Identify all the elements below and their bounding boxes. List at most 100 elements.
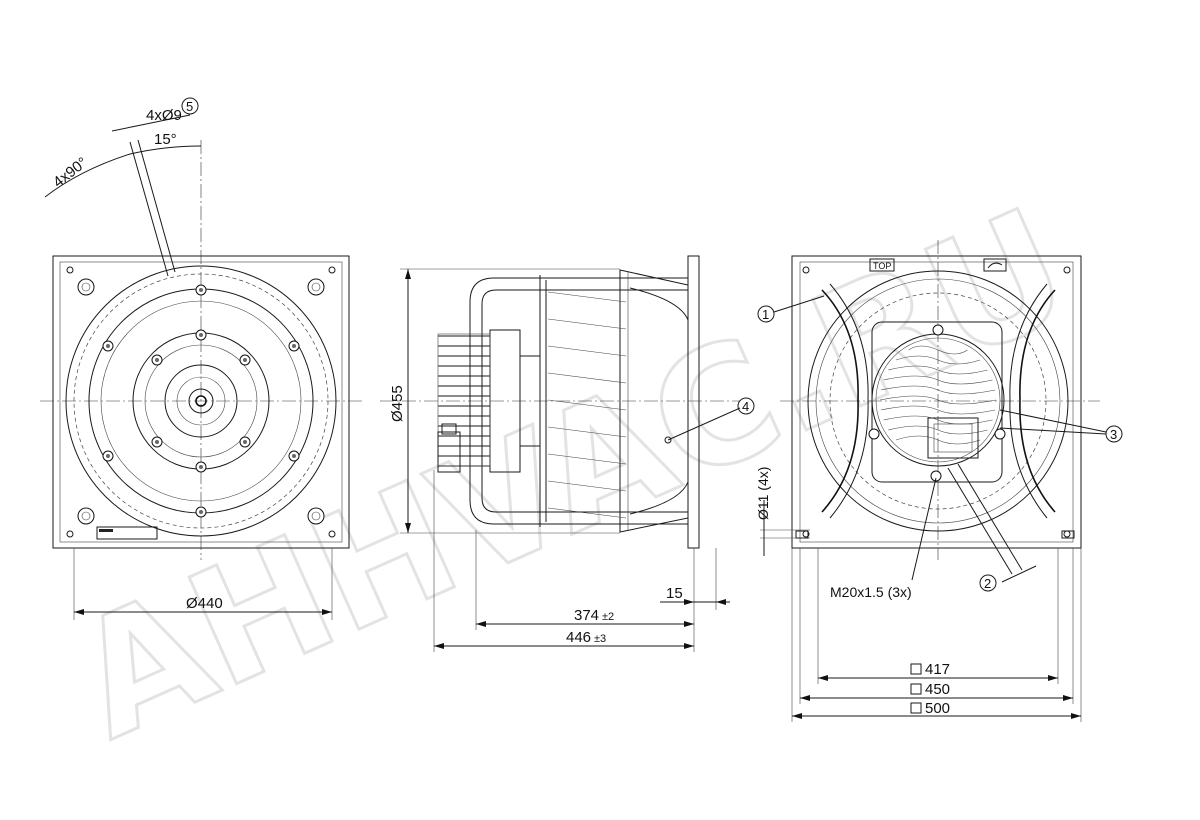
dim-500-label: 500 — [925, 700, 950, 717]
dim-417-label: 417 — [925, 661, 950, 678]
holes-dim-line — [111, 114, 191, 132]
hub-bolt-core — [155, 358, 159, 362]
dim-440-label: Ø440 — [186, 595, 223, 612]
dim-374-label: 374 — [574, 607, 599, 624]
callout-3-leader — [999, 427, 1107, 435]
holes-label: 4xØ9 — [146, 107, 182, 124]
front-bolt-circle — [73, 273, 329, 529]
rear-cooling-fins — [879, 345, 997, 445]
motor-bolt — [994, 428, 1006, 440]
arrowhead — [1048, 675, 1058, 681]
callout-1-leader — [773, 295, 825, 313]
rear-handle-right-inner — [1009, 283, 1048, 519]
hub-bolt-core — [199, 333, 203, 337]
rear-handle-left — [821, 289, 859, 513]
rear-fin — [880, 385, 996, 395]
side-support-arm-inner — [481, 289, 688, 513]
callout-2-dim — [1001, 565, 1037, 583]
corner-hole — [1063, 266, 1071, 274]
rear-fin — [879, 395, 997, 405]
rear-shroud-outer — [807, 270, 1069, 532]
corner-hole — [66, 530, 74, 538]
dim-374-tol: ±2 — [602, 611, 614, 623]
callout-3: 3 — [1110, 427, 1117, 442]
arrowhead — [716, 599, 726, 605]
angle-15-label: 15° — [154, 131, 177, 148]
front-hub-core — [176, 376, 226, 426]
front-hub-mid — [144, 344, 258, 458]
callout-1: 1 — [762, 307, 769, 322]
side-support-arm — [469, 277, 688, 525]
callout-2-circle — [979, 574, 997, 592]
rear-fin — [888, 425, 988, 435]
front-shaft — [195, 395, 207, 407]
front-shaft-ring — [188, 388, 214, 414]
arrowhead — [818, 675, 828, 681]
rear-shroud-inner — [815, 278, 1061, 524]
corner-hole — [1063, 530, 1071, 538]
rating-plate — [96, 526, 158, 540]
hub-bolt-core — [292, 454, 296, 458]
thread-leader — [911, 477, 937, 581]
hub-bolt-core — [243, 440, 247, 444]
arrowhead — [684, 643, 694, 649]
hole-leader — [129, 141, 169, 277]
arrowhead — [800, 695, 810, 701]
hub-bolt-core — [199, 288, 203, 292]
bolt-core — [81, 282, 91, 292]
top-label: TOP — [873, 261, 891, 271]
arrowhead — [405, 269, 411, 279]
top-label-box — [869, 258, 895, 272]
thread-label: M20x1.5 (3x) — [830, 584, 912, 600]
blade — [547, 345, 627, 357]
corner-bolt — [77, 278, 95, 296]
airflow-icon — [987, 262, 1003, 269]
rear-foot — [795, 530, 809, 539]
blade — [547, 372, 627, 384]
callout-4-circle — [737, 397, 755, 415]
rear-bolt-circle — [829, 292, 1047, 510]
bolt-core — [81, 511, 91, 521]
dim-446-label: 446 — [566, 629, 591, 646]
arrowhead — [74, 609, 84, 615]
callout-2-leader — [947, 467, 1013, 575]
motor-bolt — [868, 428, 880, 440]
front-view: Ø440 4xØ9 5 15° 4x90° — [40, 97, 362, 620]
arrowhead — [1063, 695, 1073, 701]
arrowhead — [1071, 713, 1081, 719]
side-gland — [441, 423, 457, 435]
arrowhead — [405, 523, 411, 533]
rear-electronics-box — [927, 417, 979, 459]
front-inlet-ring — [65, 265, 337, 537]
callout-4: 4 — [742, 399, 749, 414]
angle-arc-15 — [129, 145, 202, 155]
square-symbol — [910, 702, 922, 714]
rating-plate-mark — [99, 529, 113, 532]
blade — [547, 318, 627, 330]
side-inlet-curve — [629, 287, 689, 321]
rear-fin — [883, 375, 993, 385]
callout-3-circle — [1105, 425, 1123, 443]
hub-bolt-core — [243, 358, 247, 362]
corner-hole — [328, 530, 336, 538]
callout-5-circle — [181, 97, 199, 115]
side-motor-neck — [519, 355, 541, 447]
front-hub-bolts — [102, 284, 300, 518]
square-symbol — [910, 683, 922, 695]
rear-handle-left-inner — [829, 283, 869, 519]
arrowhead — [322, 609, 332, 615]
dim-15-label: 15 — [666, 585, 683, 602]
hub-bolt-core — [292, 344, 296, 348]
motor-bolt — [930, 470, 942, 482]
callout-3-leader — [999, 409, 1107, 433]
fin-envelope — [437, 333, 491, 467]
rear-fin — [880, 405, 996, 415]
side-view: 4 Ø455 374 ±2 446 ±3 15 — [380, 255, 755, 652]
blade — [547, 453, 627, 465]
rear-motor-rim — [875, 337, 1001, 463]
front-impeller-mid — [100, 300, 302, 502]
hub-bolt-core — [199, 510, 203, 514]
corner-bolt — [307, 507, 325, 525]
